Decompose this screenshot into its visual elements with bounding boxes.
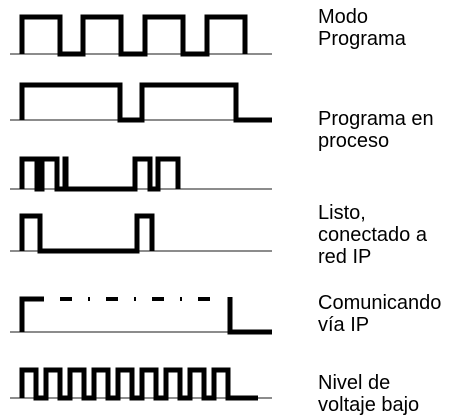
signal-trace — [19, 296, 44, 332]
signal-trace — [19, 14, 248, 57]
signal-trace — [19, 367, 258, 401]
waveform-comunicando — [10, 296, 272, 335]
waveform-modo-programa — [10, 14, 272, 57]
signal-trace — [227, 297, 272, 335]
label-nivel-voltaje-bajo: Nivel de voltaje bajo — [318, 372, 420, 416]
waveform-programa-en-proceso — [10, 82, 272, 123]
label-programa-en-proceso: Programa en proceso — [318, 108, 434, 152]
waveform-nivel-voltaje-bajo — [10, 367, 272, 401]
signal-trace — [19, 82, 272, 123]
label-comunicando: Comunicando vía IP — [318, 292, 442, 336]
signal-trace — [19, 213, 155, 254]
label-modo-programa: Modo Programa — [318, 6, 406, 50]
label-listo-conectado: Listo, conectado a red IP — [318, 202, 427, 268]
waveform-listo-pulse — [10, 213, 272, 254]
waveform-listo-burst — [10, 156, 272, 192]
signal-trace — [19, 156, 181, 192]
